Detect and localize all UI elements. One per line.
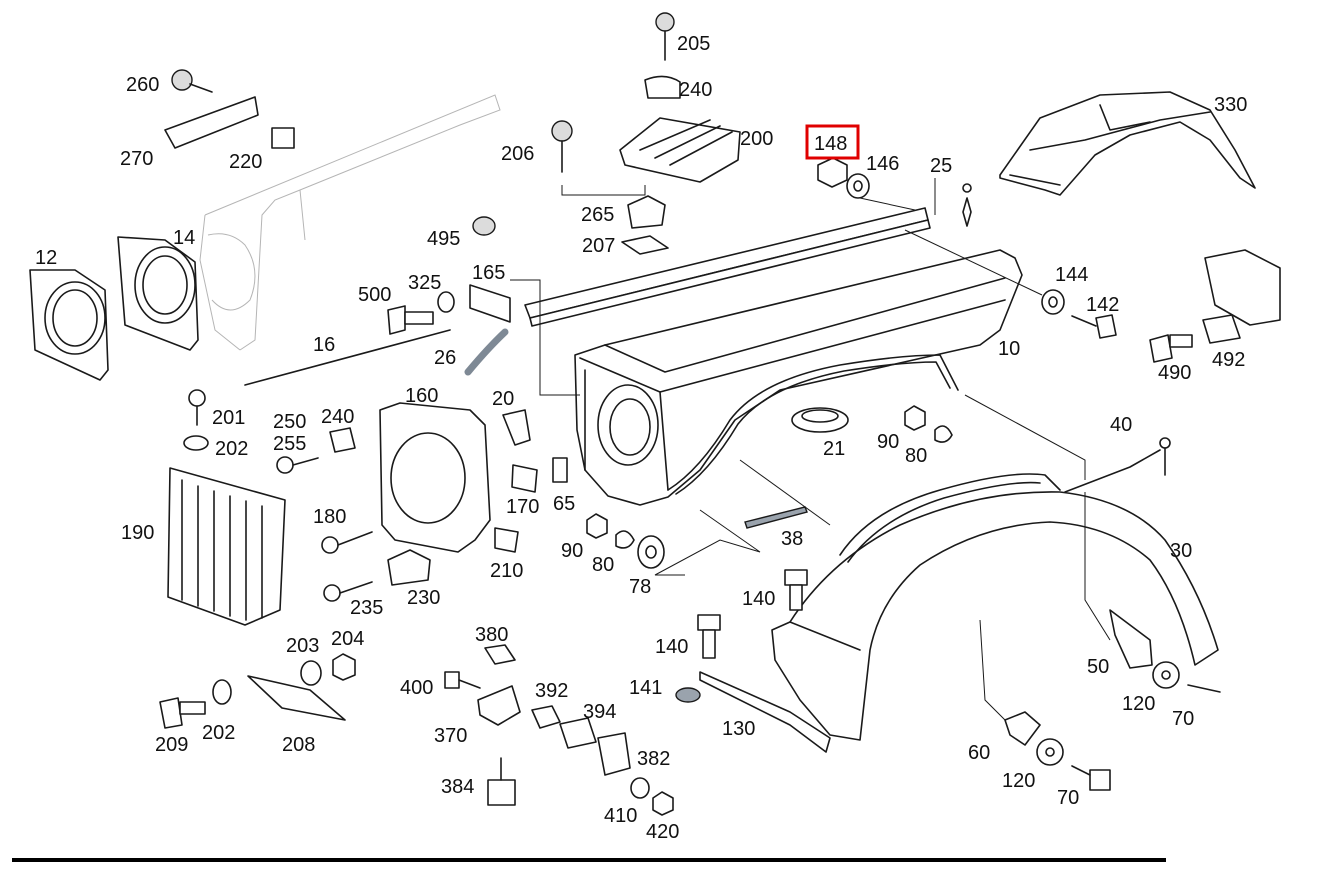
label-202[interactable]: 202 — [215, 438, 248, 460]
label-142[interactable]: 142 — [1086, 294, 1119, 316]
label-146[interactable]: 146 — [866, 153, 899, 175]
label-21[interactable]: 21 — [823, 438, 845, 460]
wheel-arch-30[interactable] — [771, 473, 1219, 741]
label-170[interactable]: 170 — [506, 496, 539, 518]
label-14[interactable]: 14 — [173, 227, 195, 249]
label-210[interactable]: 210 — [490, 560, 523, 582]
wire-40[interactable] — [1064, 449, 1161, 493]
label-206[interactable]: 206 — [501, 143, 534, 165]
small-parts — [159, 12, 1281, 816]
highlight-box-148 — [805, 124, 860, 160]
grille-190[interactable] — [167, 467, 286, 626]
label-10[interactable]: 10 — [998, 338, 1020, 360]
headlamp-housing-14[interactable] — [117, 236, 199, 351]
label-495[interactable]: 495 — [427, 228, 460, 250]
label-40[interactable]: 40 — [1110, 414, 1132, 436]
label-500[interactable]: 500 — [358, 284, 391, 306]
label-70a[interactable]: 70 — [1172, 708, 1194, 730]
label-144[interactable]: 144 — [1055, 264, 1088, 286]
label-201[interactable]: 201 — [212, 407, 245, 429]
strip-16[interactable] — [244, 329, 451, 386]
label-141[interactable]: 141 — [629, 677, 662, 699]
label-70b[interactable]: 70 — [1057, 787, 1079, 809]
label-12[interactable]: 12 — [35, 247, 57, 269]
leader-lines — [510, 178, 1111, 721]
label-200[interactable]: 200 — [740, 128, 773, 150]
label-330[interactable]: 330 — [1214, 94, 1247, 116]
strut-130[interactable] — [699, 671, 831, 753]
label-130[interactable]: 130 — [722, 718, 755, 740]
fender-10[interactable] — [574, 249, 1023, 506]
label-420[interactable]: 420 — [646, 821, 679, 843]
label-240[interactable]: 240 — [679, 79, 712, 101]
label-265[interactable]: 265 — [581, 204, 614, 226]
label-260[interactable]: 260 — [126, 74, 159, 96]
label-240b[interactable]: 240 — [321, 406, 354, 428]
label-410[interactable]: 410 — [604, 805, 637, 827]
label-392[interactable]: 392 — [535, 680, 568, 702]
label-38[interactable]: 38 — [781, 528, 803, 550]
grille-200[interactable] — [619, 117, 741, 183]
label-370[interactable]: 370 — [434, 725, 467, 747]
label-394[interactable]: 394 — [583, 701, 616, 723]
label-80[interactable]: 80 — [905, 445, 927, 467]
label-382[interactable]: 382 — [637, 748, 670, 770]
label-255[interactable]: 255 — [273, 433, 306, 455]
label-202b[interactable]: 202 — [202, 722, 235, 744]
label-250[interactable]: 250 — [273, 411, 306, 433]
label-207[interactable]: 207 — [582, 235, 615, 257]
label-400[interactable]: 400 — [400, 677, 433, 699]
label-208[interactable]: 208 — [282, 734, 315, 756]
label-140a[interactable]: 140 — [742, 588, 775, 610]
label-25[interactable]: 25 — [930, 155, 952, 177]
label-90b[interactable]: 90 — [561, 540, 583, 562]
label-384[interactable]: 384 — [441, 776, 474, 798]
label-209[interactable]: 209 — [155, 734, 188, 756]
body-outline-background — [199, 94, 501, 351]
label-220[interactable]: 220 — [229, 151, 262, 173]
label-148[interactable]: 148 — [814, 133, 847, 155]
label-26[interactable]: 26 — [434, 347, 456, 369]
strip-38[interactable] — [744, 506, 808, 529]
label-190[interactable]: 190 — [121, 522, 154, 544]
label-490[interactable]: 490 — [1158, 362, 1191, 384]
label-140b[interactable]: 140 — [655, 636, 688, 658]
lamp-frame-160[interactable] — [379, 402, 491, 553]
label-230[interactable]: 230 — [407, 587, 440, 609]
label-235[interactable]: 235 — [350, 597, 383, 619]
label-270[interactable]: 270 — [120, 148, 153, 170]
cap-21[interactable] — [791, 407, 849, 433]
headlamp-housing-12[interactable] — [29, 269, 109, 381]
label-65[interactable]: 65 — [553, 493, 575, 515]
label-78[interactable]: 78 — [629, 576, 651, 598]
label-380[interactable]: 380 — [475, 624, 508, 646]
label-80b[interactable]: 80 — [592, 554, 614, 576]
label-165[interactable]: 165 — [472, 262, 505, 284]
strip-25[interactable] — [524, 207, 931, 327]
label-205[interactable]: 205 — [677, 33, 710, 55]
inner-fender-330[interactable] — [999, 91, 1256, 196]
label-50[interactable]: 50 — [1087, 656, 1109, 678]
label-492[interactable]: 492 — [1212, 349, 1245, 371]
label-120a[interactable]: 120 — [1122, 693, 1155, 715]
label-90[interactable]: 90 — [877, 431, 899, 453]
label-60[interactable]: 60 — [968, 742, 990, 764]
label-204[interactable]: 204 — [331, 628, 364, 650]
label-160[interactable]: 160 — [405, 385, 438, 407]
plate-208[interactable] — [247, 675, 346, 721]
label-20[interactable]: 20 — [492, 388, 514, 410]
label-120b[interactable]: 120 — [1002, 770, 1035, 792]
part-labels: 205 240 260 330 200 206 148 146 25 270 2… — [35, 33, 1247, 843]
label-16[interactable]: 16 — [313, 334, 335, 356]
hose-26[interactable] — [464, 328, 509, 376]
label-325[interactable]: 325 — [408, 272, 441, 294]
label-180[interactable]: 180 — [313, 506, 346, 528]
label-203[interactable]: 203 — [286, 635, 319, 657]
label-30[interactable]: 30 — [1170, 540, 1192, 562]
